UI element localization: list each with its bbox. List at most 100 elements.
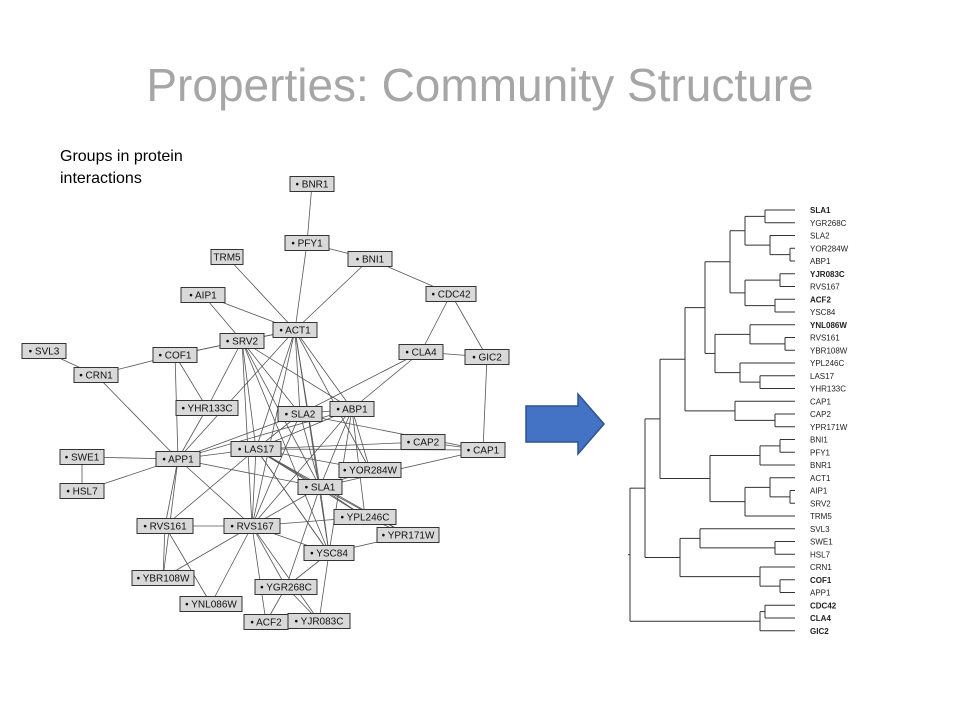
network-edge bbox=[351, 351, 422, 410]
network-edge bbox=[177, 329, 296, 460]
dendrogram-leaf-label: PFY1 bbox=[810, 448, 831, 457]
node-box bbox=[230, 441, 282, 457]
node-label: • YJR083C bbox=[295, 617, 344, 628]
node-box bbox=[400, 434, 446, 450]
dendrogram-leaf-label: YHR133C bbox=[810, 385, 846, 394]
network-node: • COF1 bbox=[152, 347, 198, 363]
network-edge bbox=[162, 525, 166, 579]
network-edge bbox=[299, 351, 422, 415]
network-edge bbox=[95, 374, 179, 460]
network-edge bbox=[251, 413, 301, 527]
node-box bbox=[464, 349, 510, 365]
node-label: TRM5 bbox=[213, 253, 241, 264]
network-edge bbox=[294, 242, 308, 331]
dendrogram-leaf-label: RVS167 bbox=[810, 283, 840, 292]
network-node: • YOR284W bbox=[338, 462, 402, 478]
node-label: • YGR268C bbox=[260, 583, 312, 594]
network-edge bbox=[241, 340, 353, 410]
dendrogram-leaf-label: SLA2 bbox=[810, 232, 830, 241]
network-node: • CLA4 bbox=[398, 344, 444, 360]
network-edge bbox=[450, 293, 488, 358]
node-label: • YHR133C bbox=[181, 404, 232, 415]
network-edge bbox=[251, 448, 257, 527]
node-label: • PFY1 bbox=[291, 239, 323, 250]
node-label: • ACT1 bbox=[279, 326, 311, 337]
node-label: • AIP1 bbox=[189, 291, 217, 302]
network-edge bbox=[251, 525, 320, 622]
network-edge bbox=[420, 293, 452, 353]
dendrogram-leaf-label: ACF2 bbox=[810, 295, 831, 304]
network-edge bbox=[177, 408, 353, 460]
network-node: • YHR133C bbox=[175, 400, 239, 416]
node-label: • BNI1 bbox=[356, 255, 385, 266]
node-box bbox=[287, 613, 351, 629]
node-label: • CAP2 bbox=[407, 438, 440, 449]
node-box bbox=[136, 518, 194, 534]
node-box bbox=[460, 442, 506, 458]
dendrogram: SLA1YGR268CSLA2YOR284WABP1YJR083CRVS167A… bbox=[628, 206, 849, 636]
node-box bbox=[398, 344, 444, 360]
dendrogram-leaf-label: GIC2 bbox=[810, 627, 829, 636]
slide-subtitle: Groups in protein interactions bbox=[60, 148, 183, 187]
network-node: • CAP1 bbox=[460, 442, 506, 458]
node-box bbox=[59, 483, 105, 499]
dendrogram-leaf-label: YNL086W bbox=[810, 321, 847, 330]
network-edge bbox=[162, 525, 253, 579]
network-edge bbox=[294, 329, 353, 410]
network-node: • GIC2 bbox=[464, 349, 510, 365]
network-edge bbox=[251, 408, 353, 527]
node-box bbox=[219, 333, 265, 349]
network-node: • RVS161 bbox=[136, 518, 194, 534]
node-box bbox=[284, 235, 330, 251]
network-node: • SVL3 bbox=[21, 343, 67, 359]
network-edge bbox=[255, 448, 484, 451]
network-edge bbox=[251, 525, 267, 623]
node-box bbox=[73, 367, 119, 383]
node-box bbox=[155, 451, 201, 467]
dendrogram-leaf-label: LAS17 bbox=[810, 372, 835, 381]
network-node: • ACT1 bbox=[272, 322, 318, 338]
network-node: • HSL7 bbox=[59, 483, 105, 499]
dendrogram-leaf-label: YJR083C bbox=[810, 270, 845, 279]
dendrogram-leaf-label: YOR284W bbox=[810, 244, 849, 253]
network-edges bbox=[43, 183, 488, 623]
network-node: • YPL246C bbox=[333, 509, 397, 525]
node-box bbox=[277, 406, 323, 422]
node-label: • LAS17 bbox=[238, 445, 275, 456]
network-node: • ACF2 bbox=[243, 614, 289, 630]
node-label: • SWE1 bbox=[65, 453, 100, 464]
node-box bbox=[297, 479, 343, 495]
dendrogram-leaf-label: CDC42 bbox=[810, 601, 837, 610]
node-box bbox=[272, 322, 318, 338]
network-node: • CAP2 bbox=[400, 434, 446, 450]
network-node: • YGR268C bbox=[254, 579, 318, 595]
network-edge bbox=[299, 413, 321, 488]
network-node: • AIP1 bbox=[180, 287, 226, 303]
node-box bbox=[254, 579, 318, 595]
dendrogram-leaf-label: SLA1 bbox=[810, 206, 831, 215]
dendrogram-leaf-label: CLA4 bbox=[810, 614, 831, 623]
network-node: • YPR171W bbox=[376, 527, 440, 543]
node-label: • GIC2 bbox=[472, 353, 502, 364]
dendrogram-leaf-label: RVS161 bbox=[810, 334, 840, 343]
node-label: • HSL7 bbox=[66, 487, 98, 498]
node-label: • SRV2 bbox=[226, 337, 259, 348]
network-edge bbox=[306, 183, 313, 244]
dendrogram-leaf-label: ACT1 bbox=[810, 474, 831, 483]
node-box bbox=[425, 286, 477, 302]
node-box bbox=[223, 518, 281, 534]
dendrogram-leaf-label: BNR1 bbox=[810, 461, 832, 470]
node-label: • RVS167 bbox=[230, 522, 274, 533]
network-node: • LAS17 bbox=[230, 441, 282, 457]
node-label: • YPL246C bbox=[341, 513, 390, 524]
node-label: • SVL3 bbox=[29, 347, 60, 358]
network-edge bbox=[351, 408, 371, 471]
dendrogram-leaf-label: SWE1 bbox=[810, 538, 833, 547]
network-node: • YSC84 bbox=[303, 545, 355, 561]
node-label: • CDC42 bbox=[431, 290, 471, 301]
network-edge bbox=[251, 525, 287, 588]
network-node: • SLA2 bbox=[277, 406, 323, 422]
right-arrow-icon bbox=[525, 391, 605, 457]
node-box bbox=[210, 249, 244, 265]
